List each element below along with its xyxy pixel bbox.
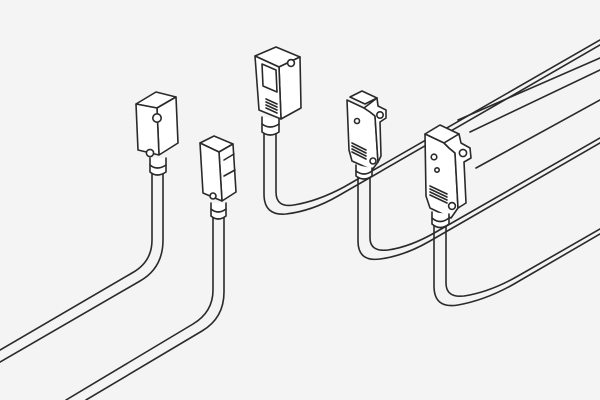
sensor-3-cable	[264, 40, 600, 214]
sensor-2	[200, 136, 236, 219]
sensor-5	[425, 125, 471, 228]
vent-lines	[430, 186, 447, 203]
sensor-4-cable	[358, 138, 600, 259]
vent-lines	[266, 99, 277, 113]
sensor-2-cable	[66, 218, 224, 400]
sensor-5-cable	[434, 226, 600, 306]
mounting-hole-icon	[288, 60, 295, 67]
sensor-1-cable	[0, 174, 163, 362]
mounting-hole-icon	[377, 112, 383, 118]
sensor-4	[347, 91, 386, 179]
mounting-hole-icon	[153, 114, 161, 122]
sensor-3	[255, 47, 301, 135]
mounting-hole-icon	[459, 149, 466, 156]
vent-lines	[352, 143, 366, 159]
background-cable-lines	[458, 58, 600, 168]
sensor-1	[136, 92, 178, 175]
